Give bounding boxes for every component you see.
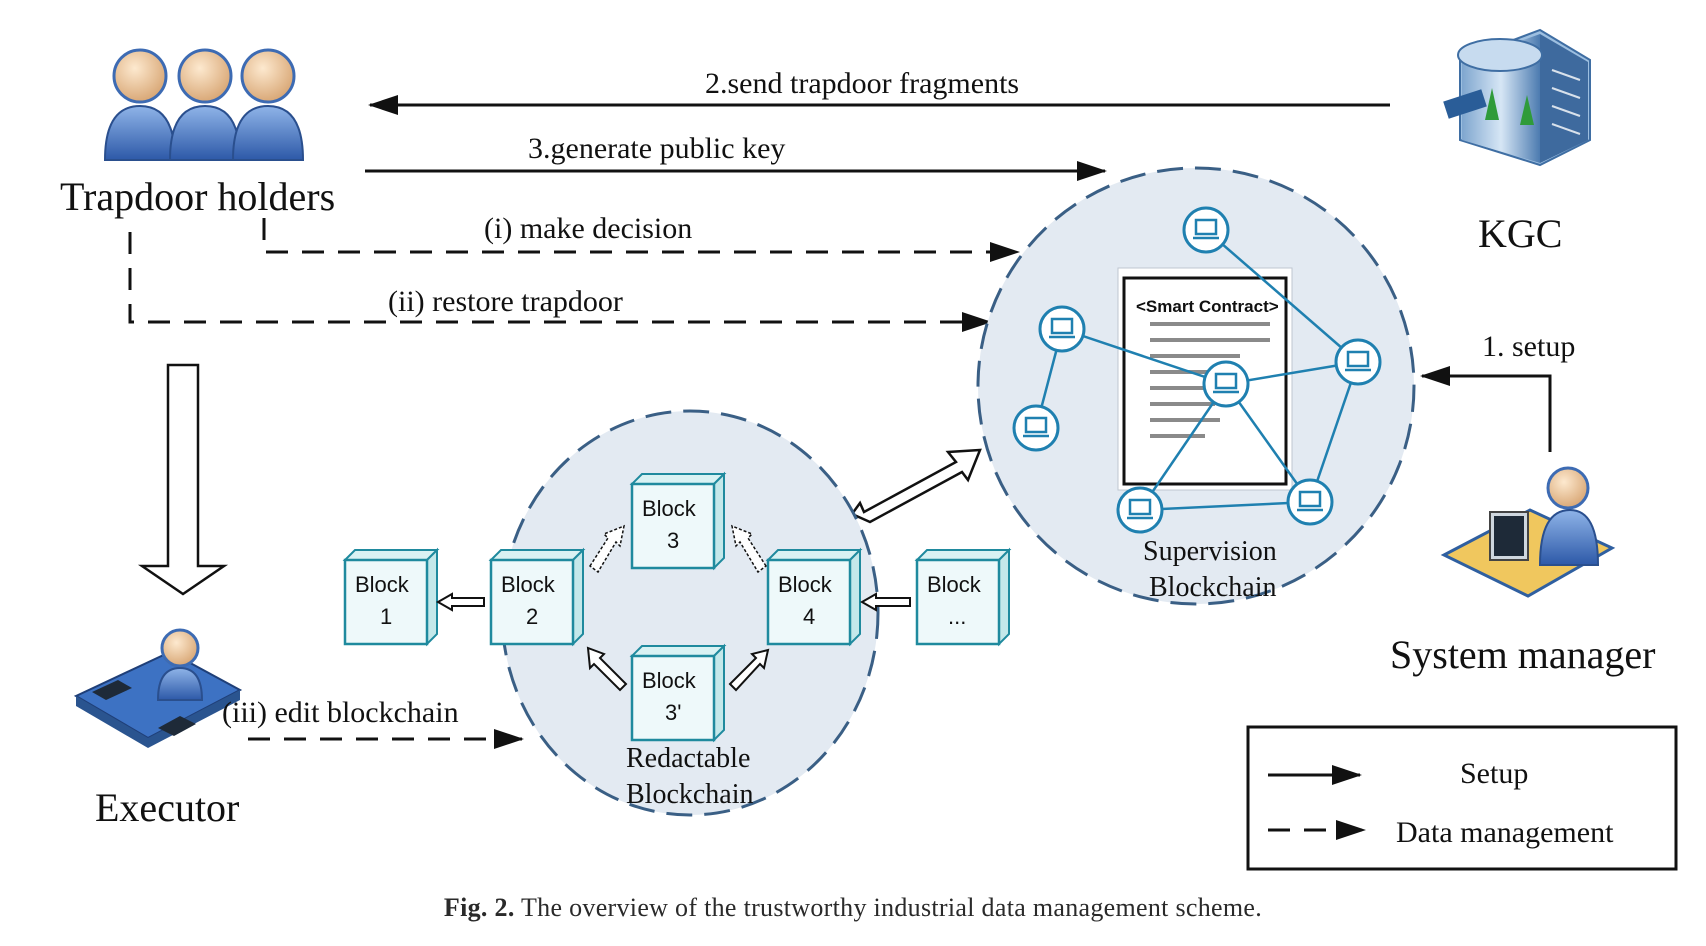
smart-contract-label: <Smart Contract> xyxy=(1136,297,1279,316)
block-more: Block ... xyxy=(914,547,1012,647)
network-node-icon xyxy=(1182,206,1230,254)
block-1-id: 1 xyxy=(380,604,392,629)
caption-label: Fig. 2. xyxy=(443,893,515,922)
block-link-arrows xyxy=(435,592,911,692)
supervision-blockchain: <Smart Contract> xyxy=(976,166,1416,606)
block-1: Block 1 xyxy=(342,547,440,647)
legend: Setup Data management xyxy=(1246,725,1678,871)
system-manager-icon xyxy=(1440,466,1616,598)
block-3-prime: Block 3' xyxy=(629,643,727,743)
setup-arrow xyxy=(1420,366,1552,452)
legend-dashed-label: Data management xyxy=(1396,816,1614,849)
executor-icon xyxy=(73,628,243,748)
edit-blockchain-label: (iii) edit blockchain xyxy=(222,696,459,729)
kgc-label: KGC xyxy=(1478,211,1562,256)
restore-trapdoor-label: (ii) restore trapdoor xyxy=(388,285,623,318)
system-manager-label: System manager xyxy=(1390,632,1656,677)
caption-text: The overview of the trustworthy industri… xyxy=(520,893,1263,922)
block-2: Block 2 xyxy=(488,547,586,647)
trapdoor-holders-label: Trapdoor holders xyxy=(60,174,335,219)
generate-key-label: 3.generate public key xyxy=(528,132,785,165)
block-3-word: Block xyxy=(642,496,697,521)
network-node-icon xyxy=(1116,486,1164,534)
block-2-id: 2 xyxy=(526,604,538,629)
block-3-id: 3 xyxy=(667,528,679,553)
block-1-word: Block xyxy=(355,572,410,597)
send-trapdoor-label: 2.send trapdoor fragments xyxy=(705,67,1019,100)
make-decision-label: (i) make decision xyxy=(484,212,692,245)
trapdoor-holders-icon xyxy=(103,48,305,161)
supervision-label-2: Blockchain xyxy=(1149,572,1277,603)
block-3-prime-id: 3' xyxy=(665,700,681,725)
network-node-icon xyxy=(1286,478,1334,526)
block-4-id: 4 xyxy=(803,604,815,629)
restore-trapdoor-arrow xyxy=(128,232,992,332)
block-more-id: ... xyxy=(948,604,966,629)
redactable-label-1: Redactable xyxy=(626,743,750,774)
make-decision-arrow xyxy=(262,218,1020,262)
executor-label: Executor xyxy=(95,785,239,830)
block-4: Block 4 xyxy=(765,547,863,647)
supervision-label-1: Supervision xyxy=(1143,536,1277,567)
block-link-dotted-arrows xyxy=(588,524,768,574)
block-more-word: Block xyxy=(927,572,982,597)
block-3-prime-word: Block xyxy=(642,668,697,693)
hollow-down-arrow xyxy=(137,363,229,596)
setup-label: 1. setup xyxy=(1482,330,1575,363)
block-3: Block 3 xyxy=(629,471,727,571)
block-2-word: Block xyxy=(501,572,556,597)
redactable-label-2: Blockchain xyxy=(626,779,754,810)
network-node-icon xyxy=(1202,360,1250,408)
double-hollow-arrow xyxy=(850,448,982,524)
block-4-word: Block xyxy=(778,572,833,597)
network-node-icon xyxy=(1038,305,1086,353)
legend-solid-label: Setup xyxy=(1460,757,1528,790)
kgc-building-icon xyxy=(1443,28,1591,167)
network-node-icon xyxy=(1334,338,1382,386)
figure-caption: Fig. 2. The overview of the trustworthy … xyxy=(0,893,1706,923)
network-node-icon xyxy=(1012,404,1060,452)
